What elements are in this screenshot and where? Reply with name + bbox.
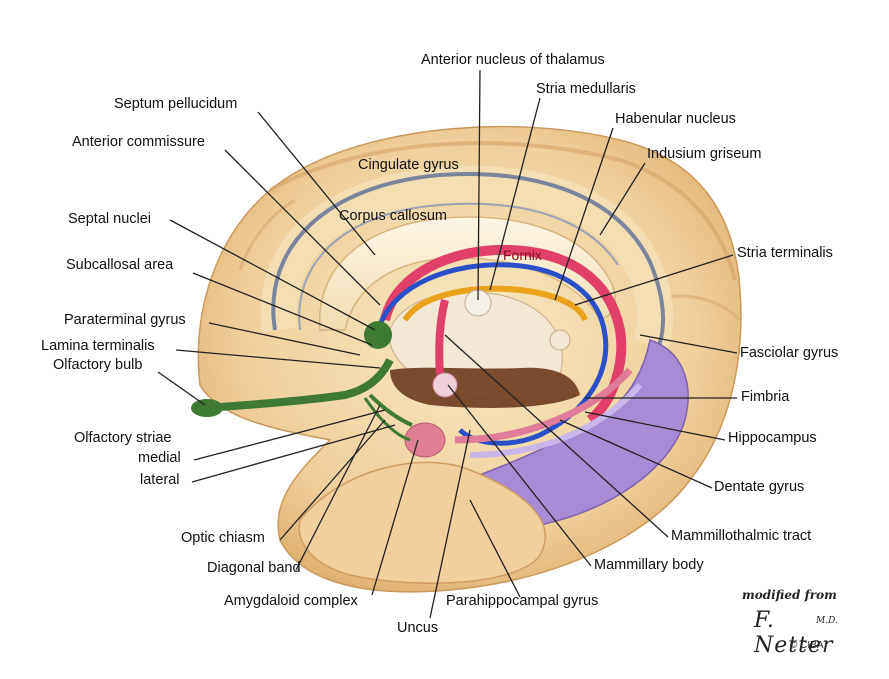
leader-diagonal-band [295,404,381,571]
leader-olfactory-bulb [157,371,206,406]
label-parahippocampal-gyrus: Parahippocampal gyrus [446,593,599,609]
label-corpus-callosum: Corpus callosum [339,208,447,224]
signature-name: F. Netter [754,608,834,658]
leader-optic-chiasm [279,419,386,541]
parahippocampal-gyrus-shape [298,461,546,584]
label-fasciolar-gyrus: Fasciolar gyrus [740,345,839,361]
fornix-arch [380,244,627,424]
label-medial: medial [138,450,181,466]
label-olfactory-bulb: Olfactory bulb [53,357,143,373]
label-stria-terminalis: Stria terminalis [737,245,833,261]
label-stria-medullaris: Stria medullaris [536,81,636,97]
label-indusium-griseum: Indusium griseum [647,146,762,162]
stria-terminalis-blue [377,262,609,446]
copyright-ciba: © CIBA [790,640,824,651]
label-septum-pellucidum: Septum pellucidum [114,96,238,112]
leader-mammillary-body [447,384,592,567]
leader-fasciolar-gyrus [639,334,738,354]
leader-dentate-gyrus [559,419,713,489]
habenular-blob [549,329,571,351]
label-amygdaloid-complex: Amygdaloid complex [224,593,358,609]
leader-habenular-nucleus [554,127,614,301]
amygdala-blob [404,422,446,458]
brown-mass [390,367,580,408]
label-fornix: Fornix [503,247,542,263]
septal-green-blob [364,321,392,349]
label-olfactory-striae: Olfactory striae [74,430,172,446]
cortex-fold-1 [269,141,621,192]
modified-from-text: modified from [742,588,837,602]
label-cingulate-gyrus: Cingulate gyrus [358,157,459,173]
leader-septum-pellucidum [257,111,376,256]
leader-lamina-terminalis [175,349,381,369]
cortex-fold-2 [619,158,737,281]
olfactory-striae-medial [368,393,413,427]
olfactory-tract [204,358,394,412]
stria-medullaris-orange [402,285,588,322]
leader-lines [157,69,738,619]
leader-parahippocampal-gyrus [469,499,521,598]
leader-olfactory-striae-lateral [191,424,396,483]
leader-olfactory-striae-medial [193,409,386,461]
label-dentate-gyrus: Dentate gyrus [714,479,805,495]
fimbria-band [454,367,633,444]
label-habenular-nucleus: Habenular nucleus [615,111,736,127]
leader-anterior-commissure [224,149,381,306]
label-lateral: lateral [140,472,180,488]
label-diagonal-band: Diagonal band [207,560,301,576]
leader-subcallosal-area [192,272,373,346]
leader-mammillothalmic-tract [444,334,669,538]
label-subcallosal-area: Subcallosal area [66,257,174,273]
label-paraterminal-gyrus: Paraterminal gyrus [64,312,186,328]
cortex-fold-4 [238,198,296,271]
fornix-column [435,299,449,376]
label-fimbria: Fimbria [741,389,790,405]
leader-anterior-nucleus [477,69,481,301]
leader-stria-terminalis [574,254,734,306]
olfactory-striae-lateral [363,397,411,442]
mammillary-blob [432,372,458,398]
leader-hippocampus [584,411,726,441]
indusium-griseum-line [271,172,666,362]
indusium-griseum-line-inner [298,202,619,331]
label-anterior-nucleus-of-thalamus: Anterior nucleus of thalamus [421,52,605,68]
leader-uncus [429,429,471,619]
dentate-band [469,383,643,458]
label-mammillary-body: Mammillary body [594,557,704,573]
corpus-callosum-shape [318,216,616,331]
label-uncus: Uncus [397,620,439,636]
label-septal-nuclei: Septal nuclei [68,211,152,227]
signature-suffix: M.D. [816,616,838,626]
leader-paraterminal-gyrus [208,322,361,356]
leader-indusium-griseum [599,162,646,236]
label-hippocampus: Hippocampus [728,430,817,446]
netter-signature: modified from F. Netter M.D. © CIBA [742,588,842,658]
leader-amygdaloid-complex [371,439,419,596]
leader-stria-medullaris [489,97,541,291]
leader-septal-nuclei [169,219,376,331]
label-mammillothalmic-tract: Mammillothalmic tract [671,528,812,544]
label-anterior-commissure: Anterior commissure [72,134,205,150]
label-lamina-terminalis: Lamina terminalis [41,338,155,354]
olfactory-bulb-shape [191,399,223,417]
label-optic-chiasm: Optic chiasm [181,530,265,546]
